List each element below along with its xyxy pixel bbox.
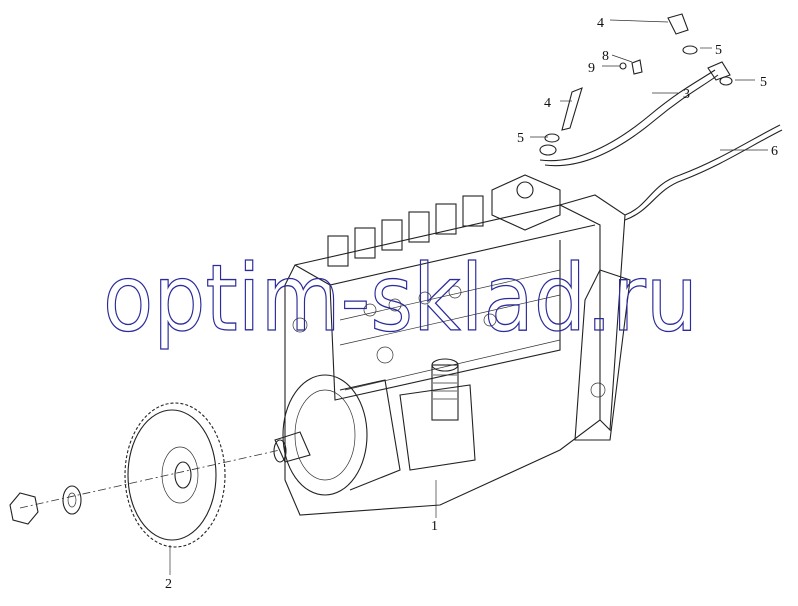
- pump-body: [273, 174, 631, 516]
- nut: [9, 492, 39, 525]
- drive-gear: [124, 402, 226, 548]
- callout-8: 8: [602, 49, 609, 64]
- callout-9: 9: [588, 61, 595, 76]
- washer: [62, 485, 82, 515]
- callout-4-mid: 4: [544, 96, 551, 111]
- delivery-valves: [327, 195, 484, 267]
- callout-5-right: 5: [760, 75, 767, 90]
- pipe-6: [624, 124, 781, 216]
- callout-6: 6: [771, 144, 778, 159]
- callout-4-top: 4: [597, 16, 604, 31]
- callout-5-left: 5: [517, 131, 524, 146]
- pipe-3: [539, 69, 716, 162]
- leader-lines: [169, 19, 768, 575]
- watermark-text: optim-sklad.ru: [103, 245, 698, 352]
- callout-1: 1: [431, 519, 438, 534]
- callout-5-top: 5: [715, 43, 722, 58]
- callout-3: 3: [683, 87, 690, 102]
- callout-2: 2: [165, 577, 172, 592]
